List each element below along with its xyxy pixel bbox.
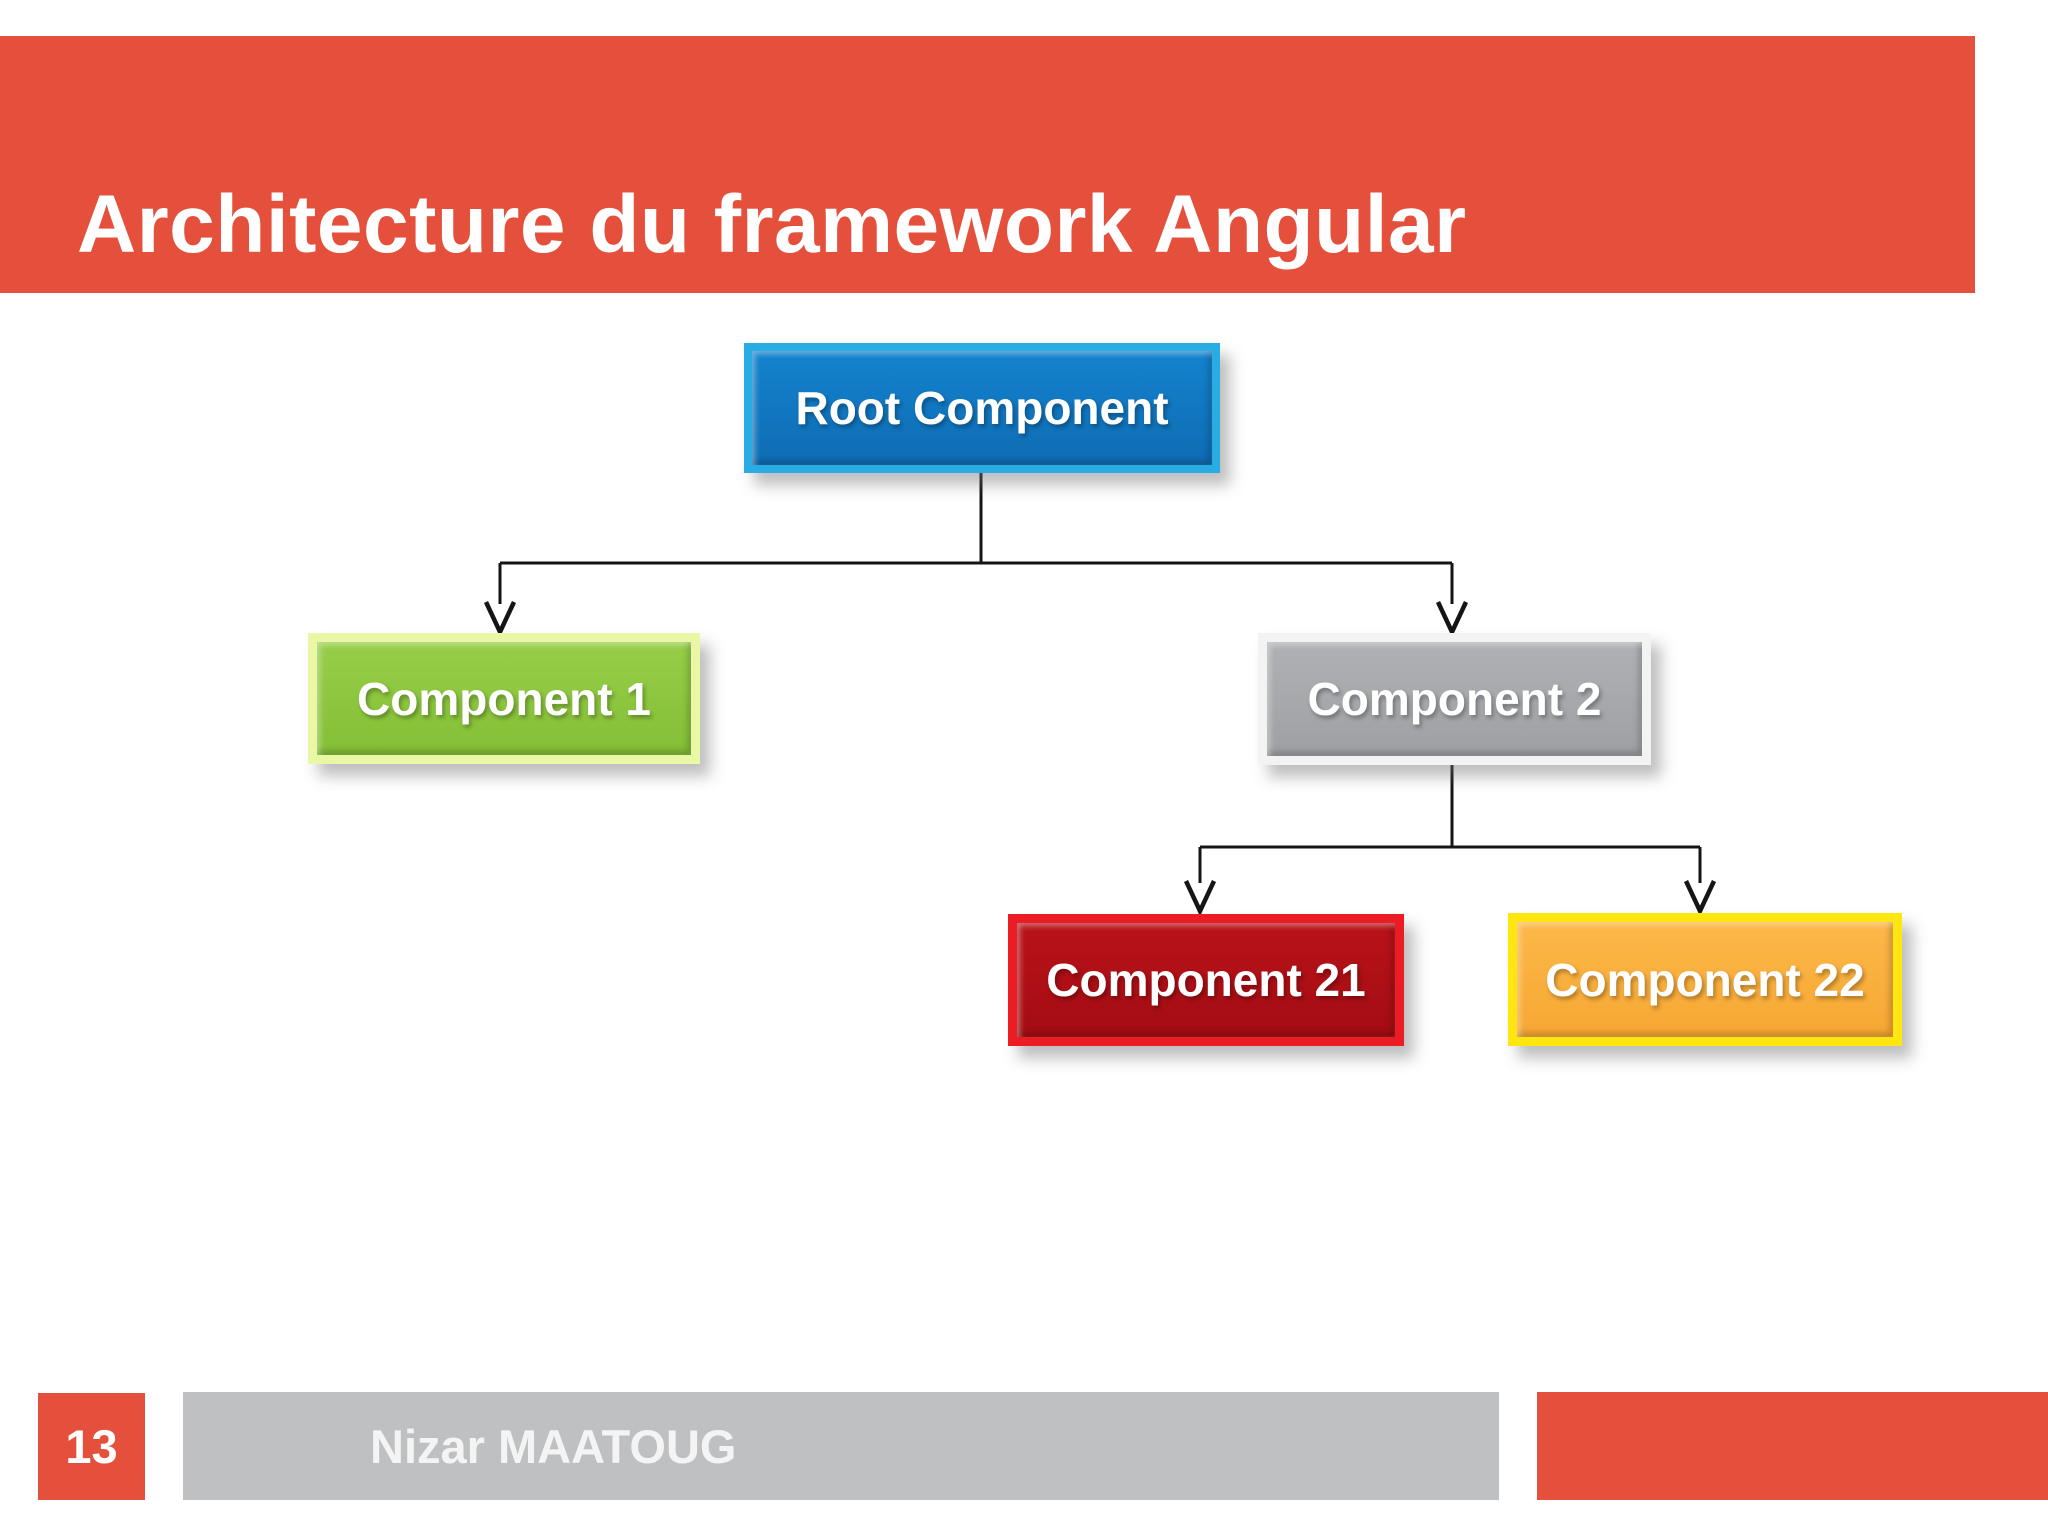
edge-root-children [498,473,1454,604]
node-component-1-label: Component 1 [357,672,651,725]
header-band: Architecture du framework Angular [0,36,1975,293]
node-root-component: Root Component [744,343,1220,473]
arrowhead-component2 [1435,601,1469,638]
edge-component2-children [1198,765,1702,883]
arrowhead-component22 [1683,880,1717,917]
arrowhead-component1 [483,601,517,638]
footer-author: Nizar MAATOUG [370,1419,737,1473]
page-number: 13 [65,1420,118,1473]
node-component-2: Component 2 [1258,633,1651,765]
arrowhead-component21 [1183,880,1217,917]
footer-author-bar: Nizar MAATOUG [183,1392,1499,1500]
node-component-2-label: Component 2 [1307,673,1602,725]
node-component-22: Component 22 [1508,913,1902,1046]
footer-accent-bar [1537,1392,2048,1500]
node-component-1: Component 1 [308,633,700,764]
node-root-label: Root Component [795,382,1169,434]
node-component-22-label: Component 22 [1545,953,1865,1006]
page-number-badge: 13 [38,1393,145,1500]
node-component-21: Component 21 [1008,914,1404,1046]
slide-title: Architecture du framework Angular [77,179,1467,270]
node-component-21-label: Component 21 [1046,954,1366,1006]
